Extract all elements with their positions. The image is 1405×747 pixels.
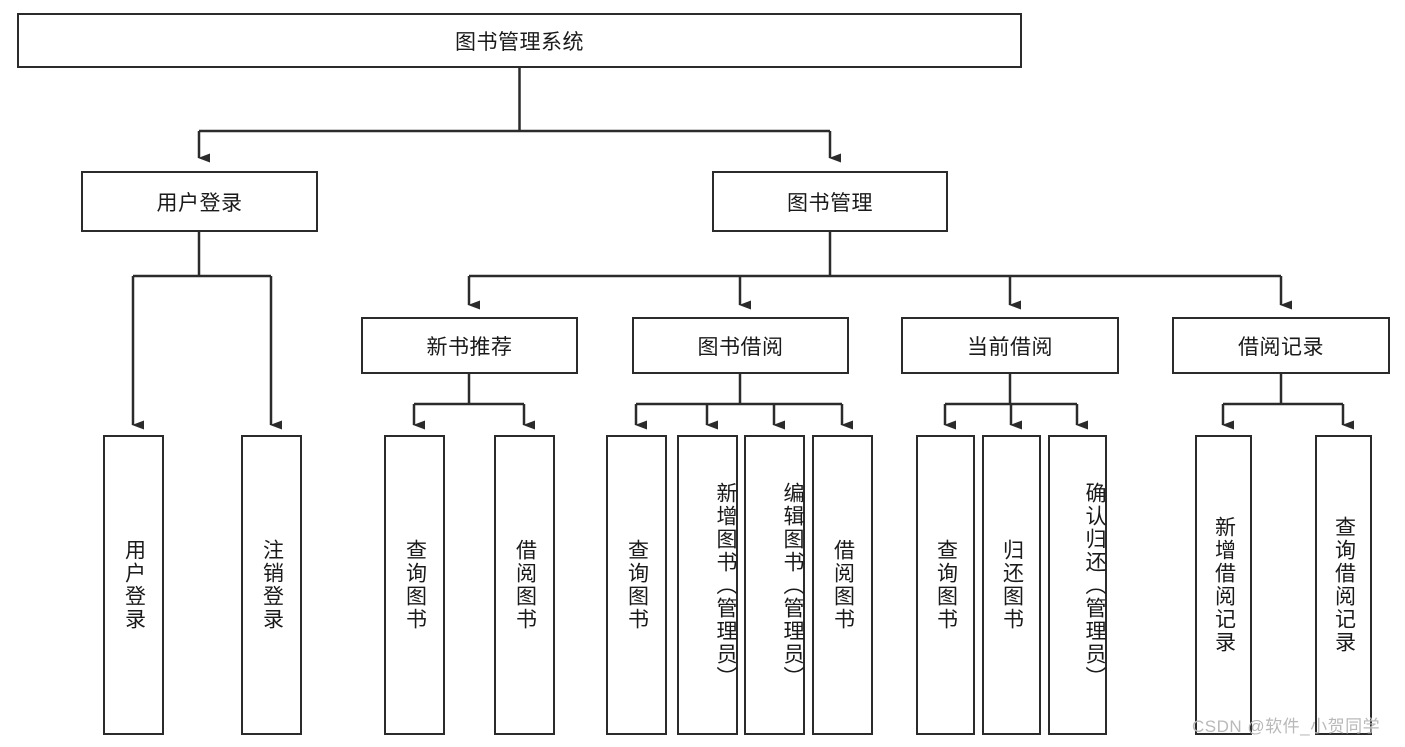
node-label: 编辑图书（管理员）: [781, 481, 804, 689]
leaf-logout-login[interactable]: 注销登录: [241, 435, 302, 735]
leaf-add-book-admin[interactable]: 新增图书（管理员）: [677, 435, 738, 735]
leaf-edit-book-admin[interactable]: 编辑图书（管理员）: [744, 435, 805, 735]
watermark: CSDN @软件_小贺同学: [1192, 717, 1381, 736]
node-label: 归还图书: [1000, 539, 1024, 631]
leaf-query-book-current[interactable]: 查询图书: [916, 435, 975, 735]
node-label: 当前借阅: [967, 335, 1053, 359]
node-book-management[interactable]: 图书管理: [712, 171, 948, 232]
node-label: 新增图书（管理员）: [714, 481, 737, 689]
leaf-query-book-borrow[interactable]: 查询图书: [606, 435, 667, 735]
leaf-query-book-recommend[interactable]: 查询图书: [384, 435, 445, 735]
node-label: 注销登录: [260, 539, 284, 631]
node-label: 图书管理: [787, 191, 873, 215]
node-book-borrow[interactable]: 图书借阅: [632, 317, 849, 374]
node-label: 确认归还（管理员）: [1083, 481, 1106, 689]
node-user-login[interactable]: 用户登录: [81, 171, 318, 232]
node-current-borrow[interactable]: 当前借阅: [901, 317, 1119, 374]
node-label: 图书管理系统: [455, 30, 584, 54]
node-label: 用户登录: [156, 191, 243, 215]
leaf-confirm-return-admin[interactable]: 确认归还（管理员）: [1048, 435, 1107, 735]
node-label: 新增借阅记录: [1212, 516, 1236, 654]
leaf-query-borrow-record[interactable]: 查询借阅记录: [1315, 435, 1372, 735]
leaf-user-login[interactable]: 用户登录: [103, 435, 164, 735]
node-label: 查询图书: [625, 539, 649, 631]
node-label: 新书推荐: [426, 335, 513, 359]
node-label: 查询图书: [934, 539, 958, 631]
node-label: 借阅图书: [513, 539, 537, 631]
node-label: 借阅图书: [831, 539, 855, 631]
node-label: 借阅记录: [1238, 335, 1324, 359]
node-root-book-management-system[interactable]: 图书管理系统: [17, 13, 1022, 68]
node-label: 用户登录: [122, 539, 146, 631]
node-borrow-record[interactable]: 借阅记录: [1172, 317, 1390, 374]
node-new-book-recommend[interactable]: 新书推荐: [361, 317, 578, 374]
leaf-add-borrow-record[interactable]: 新增借阅记录: [1195, 435, 1252, 735]
node-label: 查询图书: [403, 539, 427, 631]
node-label: 图书借阅: [697, 335, 784, 359]
node-label: 查询借阅记录: [1332, 516, 1356, 654]
leaf-borrow-book[interactable]: 借阅图书: [812, 435, 873, 735]
leaf-borrow-book-recommend[interactable]: 借阅图书: [494, 435, 555, 735]
leaf-return-book[interactable]: 归还图书: [982, 435, 1041, 735]
